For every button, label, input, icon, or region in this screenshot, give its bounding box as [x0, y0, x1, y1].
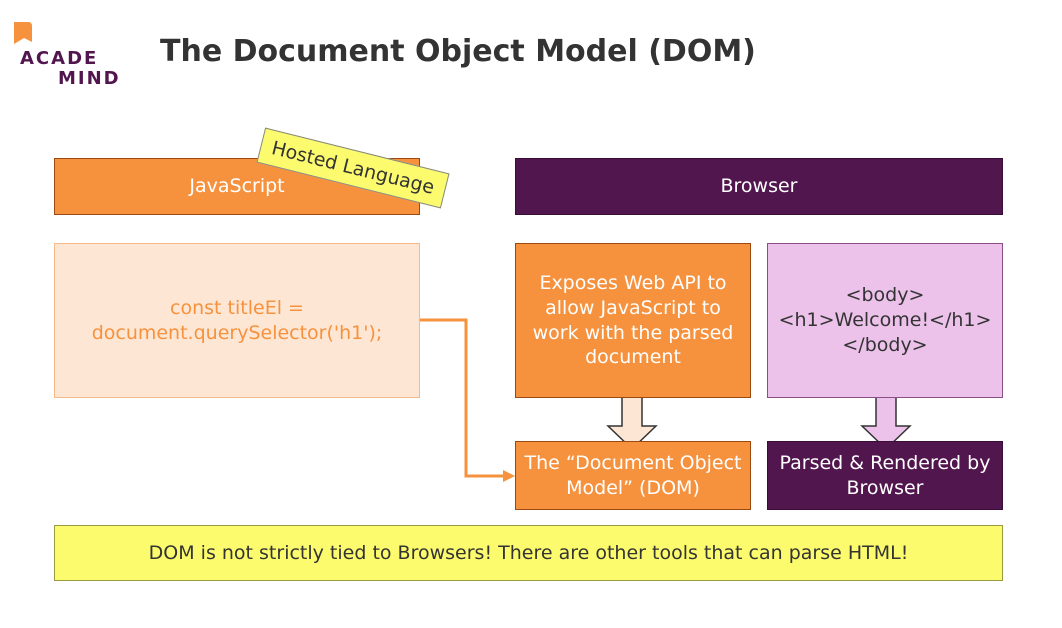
- code-line-2: document.querySelector('h1');: [91, 321, 383, 344]
- logo-text-line1: ACADE: [20, 48, 99, 69]
- page-title: The Document Object Model (DOM): [160, 34, 756, 69]
- html-source-box: <body> <h1>Welcome!</h1> </body>: [767, 243, 1003, 398]
- code-line-1: const titleEl =: [170, 296, 304, 319]
- dom-box: The “Document Object Model” (DOM): [515, 441, 751, 510]
- logo-flag-icon: [14, 22, 32, 44]
- html-line-3: </body>: [842, 333, 928, 356]
- web-api-text: Exposes Web API to allow JavaScript to w…: [532, 272, 734, 369]
- dom-box-text: The “Document Object Model” (DOM): [524, 451, 742, 499]
- academind-logo: ACADE MIND: [10, 20, 130, 90]
- footer-note-text: DOM is not strictly tied to Browsers! Th…: [148, 541, 909, 564]
- browser-header: Browser: [515, 158, 1003, 215]
- html-line-1: <body>: [845, 284, 925, 307]
- javascript-header-label: JavaScript: [189, 175, 285, 198]
- parsed-rendered-text: Parsed & Rendered by Browser: [779, 451, 991, 499]
- logo-text-line2: MIND: [58, 68, 121, 89]
- code-box: const titleEl = document.querySelector('…: [54, 243, 420, 398]
- code-to-dom-connector: [420, 318, 505, 478]
- footer-note: DOM is not strictly tied to Browsers! Th…: [54, 525, 1003, 581]
- web-api-box: Exposes Web API to allow JavaScript to w…: [515, 243, 751, 398]
- code-to-dom-arrowhead: [503, 470, 515, 482]
- html-line-2: <h1>Welcome!</h1>: [778, 309, 992, 332]
- parsed-rendered-box: Parsed & Rendered by Browser: [767, 441, 1003, 510]
- browser-header-label: Browser: [720, 175, 798, 198]
